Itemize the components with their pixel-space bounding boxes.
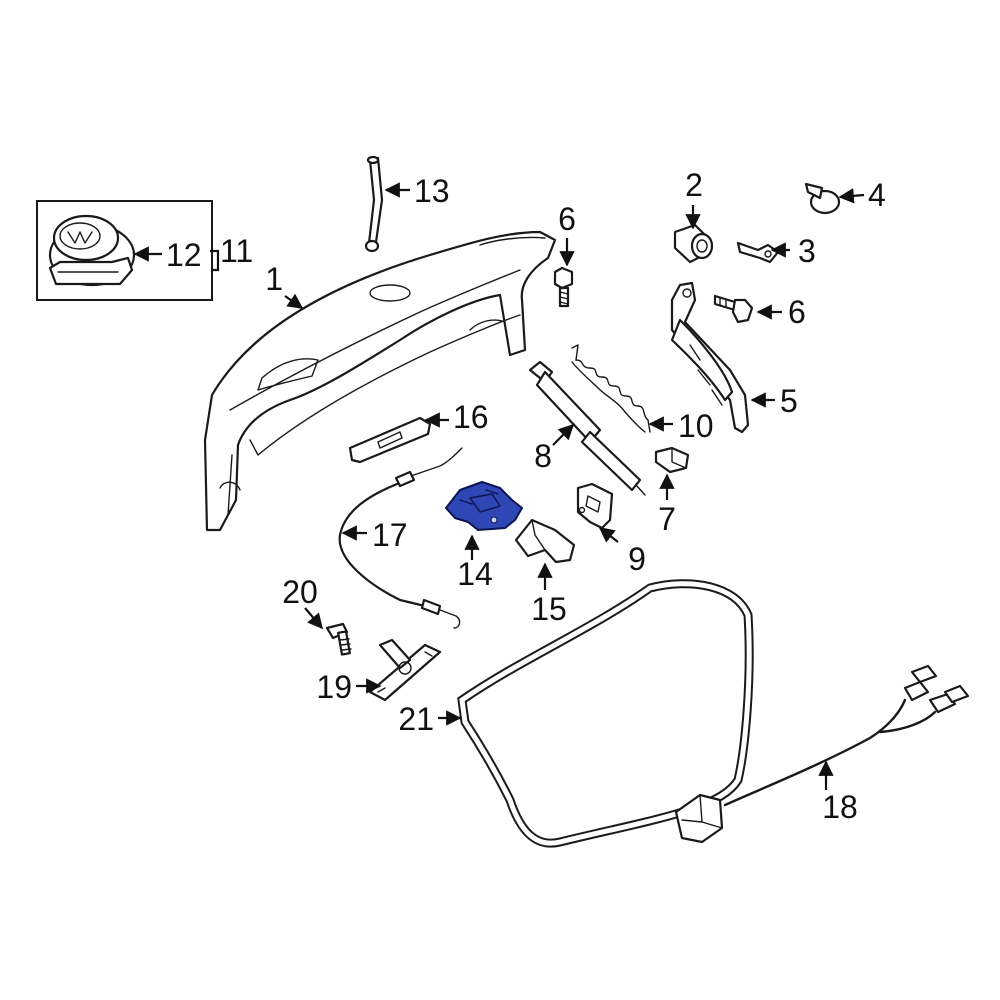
label-3: 3: [798, 233, 816, 269]
label-14: 14: [457, 556, 493, 592]
emblem-inset: [36, 200, 213, 301]
key: [736, 241, 780, 264]
label-21: 21: [398, 701, 434, 737]
label-18: 18: [822, 789, 858, 825]
bolt-right: [713, 294, 754, 324]
label-11: 11: [220, 233, 253, 269]
label-10: 10: [678, 408, 714, 444]
clip: [804, 182, 841, 215]
trunk-latch: [445, 481, 523, 531]
bumper: [654, 446, 690, 474]
label-7: 7: [658, 501, 676, 537]
label-1: 1: [265, 261, 283, 297]
label-5: 5: [780, 383, 798, 419]
label-8: 8: [534, 438, 552, 474]
label-19: 19: [316, 669, 352, 705]
label-15: 15: [531, 591, 567, 627]
label-9: 9: [628, 541, 646, 577]
trunk-lid: [203, 230, 557, 532]
wiring-harness: [674, 664, 970, 844]
release-cable: [338, 447, 463, 629]
latch-trim: [514, 518, 576, 564]
latch-cover: [348, 416, 432, 464]
lock-cylinder: [673, 223, 714, 264]
label-2: 2: [685, 167, 703, 203]
screw: [325, 622, 352, 656]
label-16: 16: [453, 399, 489, 435]
label-13: 13: [414, 173, 450, 209]
striker-plate: [368, 638, 442, 702]
bolt-upper: [553, 266, 574, 308]
weatherstrip: [457, 579, 754, 848]
label-20: 20: [282, 574, 318, 610]
leader-lines: [133, 182, 865, 790]
prop-rod: [364, 155, 384, 253]
label-12: 12: [166, 237, 202, 273]
label-17: 17: [372, 517, 408, 553]
label-4: 4: [868, 177, 886, 213]
striker: [576, 482, 614, 530]
hinge: [670, 281, 750, 434]
label-6-upper: 6: [558, 201, 576, 237]
label-6-right: 6: [788, 294, 806, 330]
callout-labels: 1 2 3 4 5 6 6 7 8 9 10 11 12 13 14 15 16…: [166, 167, 886, 825]
gas-strut: [528, 360, 646, 496]
